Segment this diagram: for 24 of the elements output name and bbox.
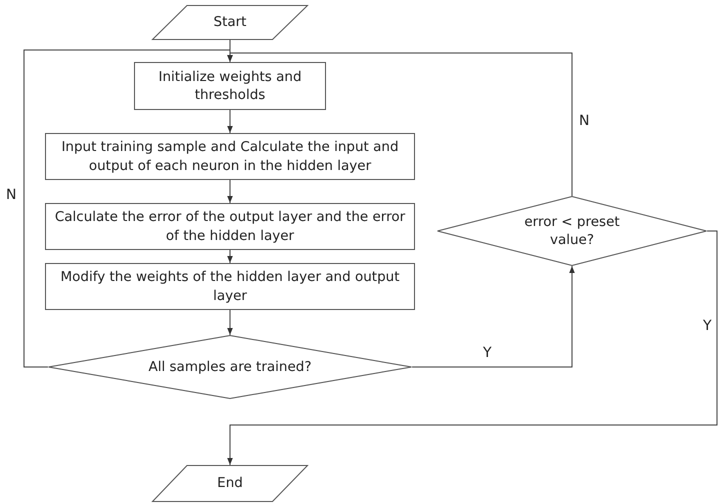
- node-text: Calculate the error of the output layer and the error of the hidden layer: [54, 208, 406, 245]
- arrow: [227, 110, 233, 134]
- process-box: [134, 62, 326, 110]
- node-text: Modify the weights of the hidden layer and output layer: [59, 268, 401, 305]
- node-text: Start: [212, 13, 248, 32]
- arrow: [24, 50, 233, 368]
- arrow: [227, 52, 572, 196]
- process-box: [45, 133, 415, 180]
- process-box: [45, 203, 415, 250]
- arrow: [227, 230, 718, 466]
- node-text: End: [216, 474, 244, 493]
- node-text: Initialize weights and thresholds: [157, 68, 303, 104]
- node-text: All samples are trained?: [147, 358, 313, 376]
- decision-diamond: [48, 335, 412, 399]
- io-parallelogram: [152, 465, 308, 502]
- arrow: [227, 310, 233, 336]
- arrow: [412, 266, 575, 368]
- io-parallelogram: [152, 5, 308, 40]
- decision-diamond: [437, 196, 707, 266]
- process-box: [45, 263, 415, 310]
- node-text: error < preset value?: [523, 212, 621, 250]
- arrow: [227, 250, 233, 264]
- node-text: Input training sample and Calculate the input and output of each neuron in the hidden layer: [60, 138, 400, 175]
- arrow: [227, 180, 233, 204]
